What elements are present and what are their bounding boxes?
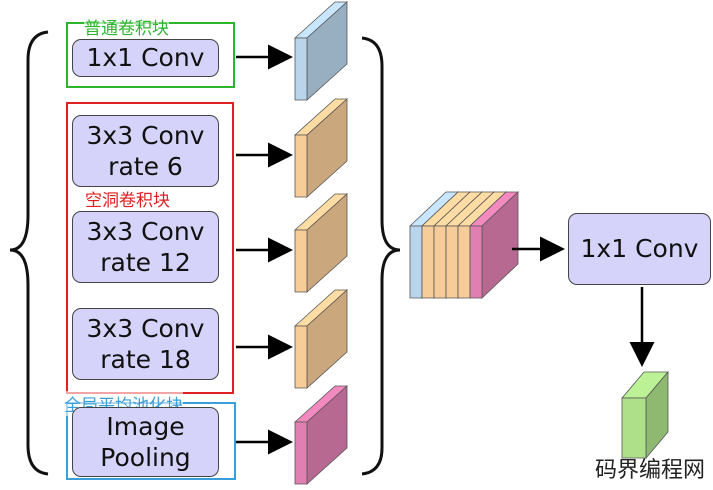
slab-output-front-face <box>621 397 647 459</box>
slab-conv1x1-front-face <box>294 37 308 101</box>
feature-map-pooling <box>293 385 349 485</box>
atrous-rate18-node: 3x3 Conv rate 18 <box>72 308 219 380</box>
conv1x1-label: 1x1 Conv <box>86 43 205 73</box>
watermark: 码界编程网 <box>594 458 705 483</box>
normal-conv-group-label: 普通卷积块 <box>84 14 169 39</box>
concat-layer-4-front-face <box>445 225 459 299</box>
slab-atrous12-front-face <box>294 229 308 293</box>
fusion-conv1x1-label: 1x1 Conv <box>580 234 699 264</box>
atrous-rate6-line1: 3x3 Conv <box>86 120 205 150</box>
output-feature-map <box>621 370 669 460</box>
slab-atrous18-front-face <box>294 325 308 389</box>
atrous-rate12-node: 3x3 Conv rate 12 <box>72 211 219 283</box>
concat-layer-1-front-face <box>409 225 423 299</box>
feature-map-conv1x1 <box>293 1 349 101</box>
atrous-rate6-node: 3x3 Conv rate 6 <box>72 115 219 187</box>
concat-layer-6-front-face <box>469 225 483 299</box>
atrous-conv-group-label: 空洞卷积块 <box>85 186 170 211</box>
atrous-rate6-line2: rate 6 <box>108 152 183 181</box>
right-brace <box>361 36 401 476</box>
fusion-conv1x1-node: 1x1 Conv <box>568 213 711 285</box>
atrous-rate18-line1: 3x3 Conv <box>86 313 205 343</box>
image-pooling-node: Image Pooling <box>72 407 219 477</box>
concat-layer-2-front-face <box>421 225 435 299</box>
image-pooling-line1: Image <box>106 411 185 441</box>
atrous-rate18-line2: rate 18 <box>100 345 191 374</box>
feature-map-atrous6 <box>293 98 349 198</box>
slab-atrous6-front-face <box>294 134 308 198</box>
concatenated-feature-stack <box>408 191 520 299</box>
slab-pooling-front-face <box>294 421 308 485</box>
concat-layer-3-front-face <box>433 225 447 299</box>
image-pooling-line2: Pooling <box>100 443 191 472</box>
atrous-rate12-line1: 3x3 Conv <box>86 216 205 246</box>
atrous-rate12-line2: rate 12 <box>100 248 191 277</box>
left-brace <box>9 30 49 476</box>
feature-map-atrous18 <box>293 289 349 389</box>
concat-layer-5-front-face <box>457 225 471 299</box>
conv1x1-node: 1x1 Conv <box>72 39 219 77</box>
feature-map-atrous12 <box>293 193 349 293</box>
